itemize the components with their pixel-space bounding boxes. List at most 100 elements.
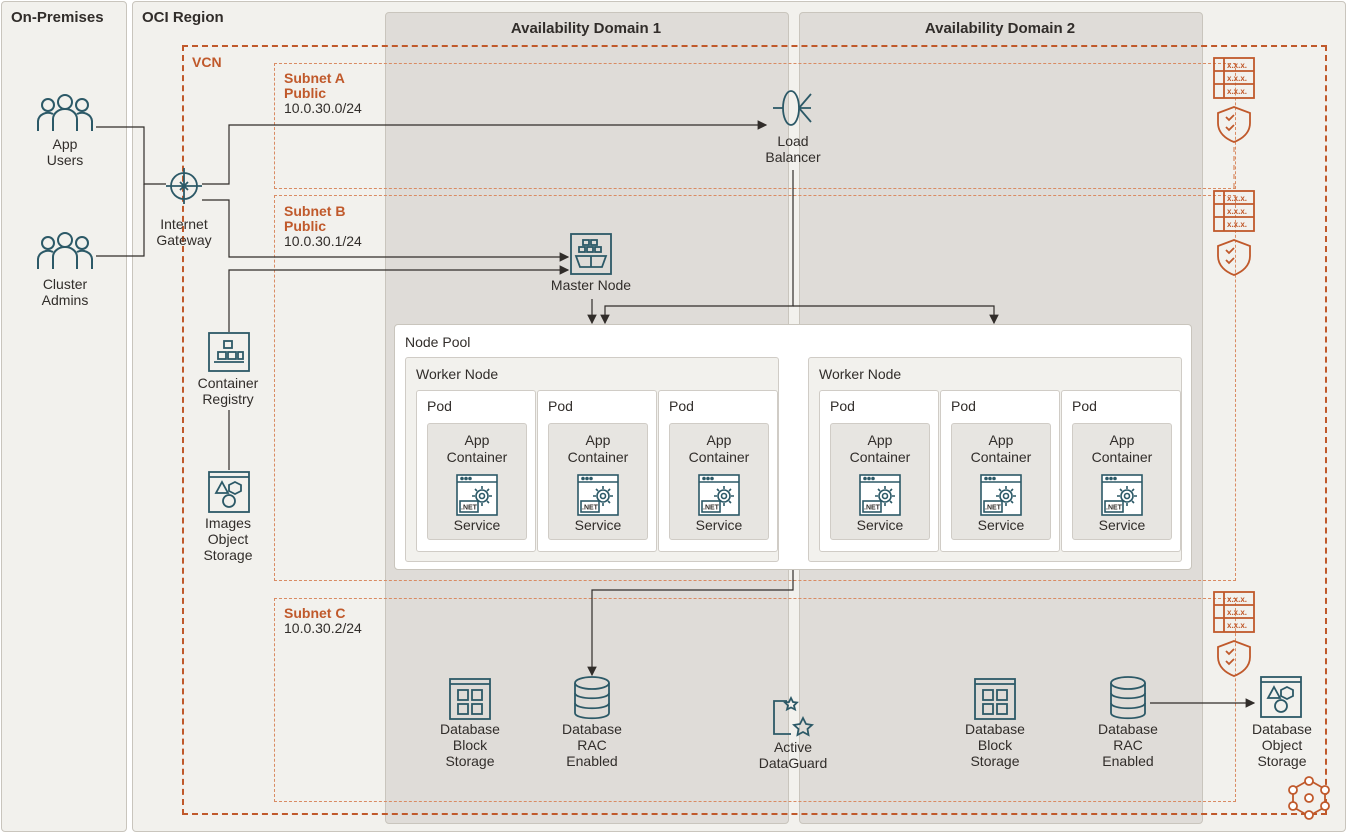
security-list-icon-a: x.x.x. x.x.x. x.x.x. [1212, 57, 1256, 143]
app-container-line2: Container [567, 449, 629, 465]
images-storage-line2: Object [207, 531, 249, 547]
db-object-storage-line3: Storage [1257, 753, 1307, 769]
worker-node-1: Worker Node Pod App Container .NET Servi… [405, 357, 779, 562]
app-container-label: App Container [831, 432, 929, 466]
pod-title: Pod [548, 398, 573, 414]
app-container-line2: Container [446, 449, 508, 465]
block-storage-ad1-line3: Storage [445, 753, 495, 769]
subnet-b [274, 195, 1236, 581]
sec-list-text: x.x.x. [1227, 608, 1247, 617]
sec-list-text: x.x.x. [1227, 220, 1247, 229]
ad2-title: Availability Domain 2 [924, 20, 1076, 37]
database-object-storage-icon [1260, 676, 1302, 718]
app-container-label: App Container [428, 432, 526, 466]
database-rac-icon-ad1 [572, 676, 612, 720]
worker-node-1-title: Worker Node [416, 366, 499, 382]
container-registry-icon [208, 332, 250, 372]
database-rac-label-ad2: Database RAC Enabled [1078, 721, 1178, 769]
net-badge: .NET [461, 505, 478, 512]
images-object-storage-label: Images Object Storage [180, 515, 276, 563]
dataguard-line1: Active [773, 739, 813, 755]
vcn-boundary [182, 45, 1327, 815]
app-container-line2: Container [688, 449, 750, 465]
subnet-b-type: Public [284, 218, 327, 234]
net-badge: .NET [985, 505, 1002, 512]
worker-node-2-title: Worker Node [819, 366, 902, 382]
db-object-storage-line2: Object [1261, 737, 1303, 753]
pod: Pod App Container .NET Service [1061, 390, 1181, 552]
dotnet-service-icon: .NET [456, 474, 498, 516]
dataguard-icon [771, 696, 815, 738]
block-storage-ad1-line1: Database [440, 721, 500, 737]
block-storage-label-ad2: Database Block Storage [945, 721, 1045, 769]
net-badge: .NET [582, 505, 599, 512]
vcn-label: VCN [192, 54, 222, 70]
subnet-a-cidr: 10.0.30.0/24 [284, 100, 362, 116]
subnet-b-cidr: 10.0.30.1/24 [284, 233, 362, 249]
subnet-a-label: Subnet A Public 10.0.30.0/24 [284, 71, 362, 116]
net-badge: .NET [1106, 505, 1123, 512]
security-list-icon-c: x.x.x. x.x.x. x.x.x. [1212, 591, 1256, 677]
subnet-a-name: Subnet A [284, 70, 345, 86]
app-users-line1: App [52, 136, 78, 152]
internet-gateway-icon [166, 168, 202, 204]
subnet-b-label: Subnet B Public 10.0.30.1/24 [284, 204, 362, 249]
service-label: Service [574, 517, 622, 533]
node-pool: Node Pool Worker Node Pod App Container … [394, 324, 1192, 570]
load-balancer-label: Load Balancer [748, 133, 838, 165]
block-storage-ad2-line3: Storage [970, 753, 1020, 769]
database-rac-icon-ad2 [1108, 676, 1148, 720]
pod-title: Pod [1072, 398, 1097, 414]
cluster-admins-icon [36, 231, 94, 271]
container-registry-line2: Registry [202, 391, 254, 407]
app-users-icon [36, 93, 94, 133]
container-registry-line1: Container [197, 375, 259, 391]
app-container-line2: Container [970, 449, 1032, 465]
dotnet-service-icon: .NET [698, 474, 740, 516]
block-storage-ad2-line2: Block [977, 737, 1013, 753]
subnet-c-label: Subnet C 10.0.30.2/24 [284, 606, 362, 636]
dotnet-service-icon: .NET [980, 474, 1022, 516]
app-container: App Container .NET Service [830, 423, 930, 540]
internet-gateway-label: Internet Gateway [139, 216, 229, 248]
dotnet-service-icon: .NET [859, 474, 901, 516]
app-container-label: App Container [952, 432, 1050, 466]
sec-list-text: x.x.x. [1227, 61, 1247, 70]
app-container-label: App Container [670, 432, 768, 466]
database-rac-label-ad1: Database RAC Enabled [542, 721, 642, 769]
rac-ad2-line3: Enabled [1102, 753, 1154, 769]
block-storage-icon-ad1 [449, 678, 491, 720]
app-container-label: App Container [1073, 432, 1171, 466]
pod: Pod App Container .NET Service [819, 390, 939, 552]
ad1-title: Availability Domain 1 [510, 20, 662, 37]
app-container-line2: Container [849, 449, 911, 465]
database-object-storage-label: Database Object Storage [1232, 721, 1332, 769]
app-container-line1: App [988, 432, 1014, 448]
rac-ad2-line1: Database [1098, 721, 1158, 737]
db-object-storage-line1: Database [1252, 721, 1312, 737]
sec-list-text: x.x.x. [1227, 621, 1247, 630]
node-pool-title: Node Pool [405, 334, 471, 350]
pod: Pod App Container .NET Service [940, 390, 1060, 552]
rac-ad1-line3: Enabled [566, 753, 618, 769]
block-storage-ad2-line1: Database [965, 721, 1025, 737]
worker-node-2: Worker Node Pod App Container .NET Servi… [808, 357, 1182, 562]
pod: Pod App Container .NET Service [658, 390, 778, 552]
service-label: Service [695, 517, 743, 533]
net-badge: .NET [864, 505, 881, 512]
sec-list-text: x.x.x. [1227, 74, 1247, 83]
app-container-line1: App [585, 432, 611, 448]
sec-list-text: x.x.x. [1227, 207, 1247, 216]
container-registry-label: Container Registry [180, 375, 276, 407]
app-container-line1: App [706, 432, 732, 448]
app-users-line2: Users [46, 152, 84, 168]
service-label: Service [1098, 517, 1146, 533]
load-balancer-line1: Load [777, 133, 809, 149]
pod: Pod App Container .NET Service [537, 390, 657, 552]
images-storage-line3: Storage [203, 547, 253, 563]
block-storage-icon-ad2 [974, 678, 1016, 720]
app-users-label: App Users [20, 136, 110, 168]
dotnet-service-icon: .NET [1101, 474, 1143, 516]
block-storage-ad1-line2: Block [452, 737, 488, 753]
dotnet-service-icon: .NET [577, 474, 619, 516]
